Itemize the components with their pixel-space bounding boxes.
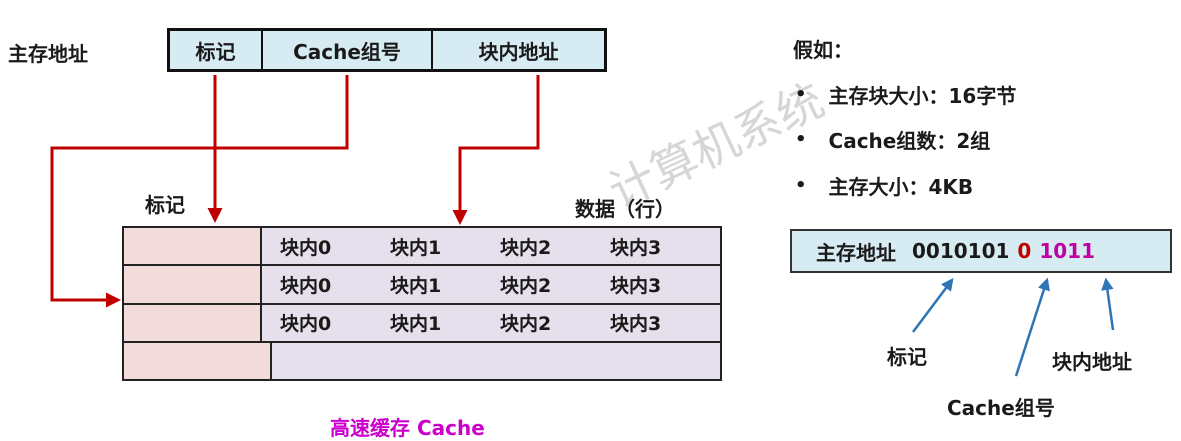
block-word: 块内1 [390,274,442,297]
mapping-arrows [50,75,540,308]
offset-arrow [452,75,540,225]
block-word: 块内0 [280,236,332,259]
tag-cell [124,266,262,303]
example-address-bar: 主存地址 0010101 0 1011 [790,229,1172,273]
block-word: 块内2 [500,236,552,259]
data-cell: 块内0 块内1 块内2 块内3 [262,228,720,265]
block-offset-field: 块内地址 [478,39,559,64]
data-cell: 块内0 块内1 块内2 块内3 [262,266,720,303]
block-word: 块内3 [610,236,662,259]
main-memory-address-bar: 标记 Cache组号 块内地址 [167,28,607,72]
block-word: 块内2 [500,313,552,336]
cache-tag-heading: 标记 [145,193,185,217]
block-word: 块内2 [500,274,552,297]
data-cell: 块内0 块内1 块内2 块内3 [262,304,720,341]
example-address-label: 主存地址 [816,240,896,265]
bullet-icon: • [795,175,807,196]
assumption-text: 主存大小：4KB [828,175,974,199]
offset-pointer [1101,277,1115,331]
assumption-text: Cache组数：2组 [828,129,991,153]
assumption-item: • Cache组数：2组 [795,125,990,154]
tag-bits: 0010101 [912,239,1010,263]
cache-row [124,342,720,379]
tag-field: 标记 [170,31,263,69]
assumption-item: • 主存大小：4KB [795,171,973,200]
example-tag-label: 标记 [887,345,927,369]
block-word: 块内1 [390,313,442,336]
set-pointer [1014,277,1050,377]
cache-row: 块内0 块内1 块内2 块内3 [124,228,720,267]
assumptions-title: 假如： [793,38,853,62]
tag-cell [124,304,262,341]
block-word: 块内1 [390,236,442,259]
set-bits: 0 [1017,239,1032,263]
set-arrow [50,75,349,308]
assumption-item: • 主存块大小：16字节 [795,80,1016,109]
cache-row: 块内0 块内1 块内2 块内3 [124,266,720,305]
tag-pointer [912,278,954,333]
example-offset-label: 块内地址 [1052,350,1132,374]
cache-table: 块内0 块内1 块内2 块内3 块内0 块内1 块内2 块内3 块内0 块内1 … [122,226,722,381]
tag-cell [124,228,262,265]
assumption-text: 主存块大小：16字节 [828,84,1017,108]
cache-row: 块内0 块内1 块内2 块内3 [124,304,720,343]
block-word: 块内3 [610,274,662,297]
bit-pointers [912,277,1115,377]
bullet-icon: • [795,129,807,150]
cache-data-heading: 数据（行） [575,197,675,221]
block-word: 块内0 [280,313,332,336]
block-word: 块内3 [610,313,662,336]
block-word: 块内0 [280,274,332,297]
main-memory-address-label: 主存地址 [8,42,88,66]
data-cell [272,342,720,379]
tag-cell [124,342,272,379]
offset-bits: 1011 [1039,239,1096,263]
bullet-icon: • [795,84,807,105]
cache-caption: 高速缓存 Cache [330,416,485,440]
cache-set-field: Cache组号 [263,31,433,69]
example-set-label: Cache组号 [947,396,1055,420]
